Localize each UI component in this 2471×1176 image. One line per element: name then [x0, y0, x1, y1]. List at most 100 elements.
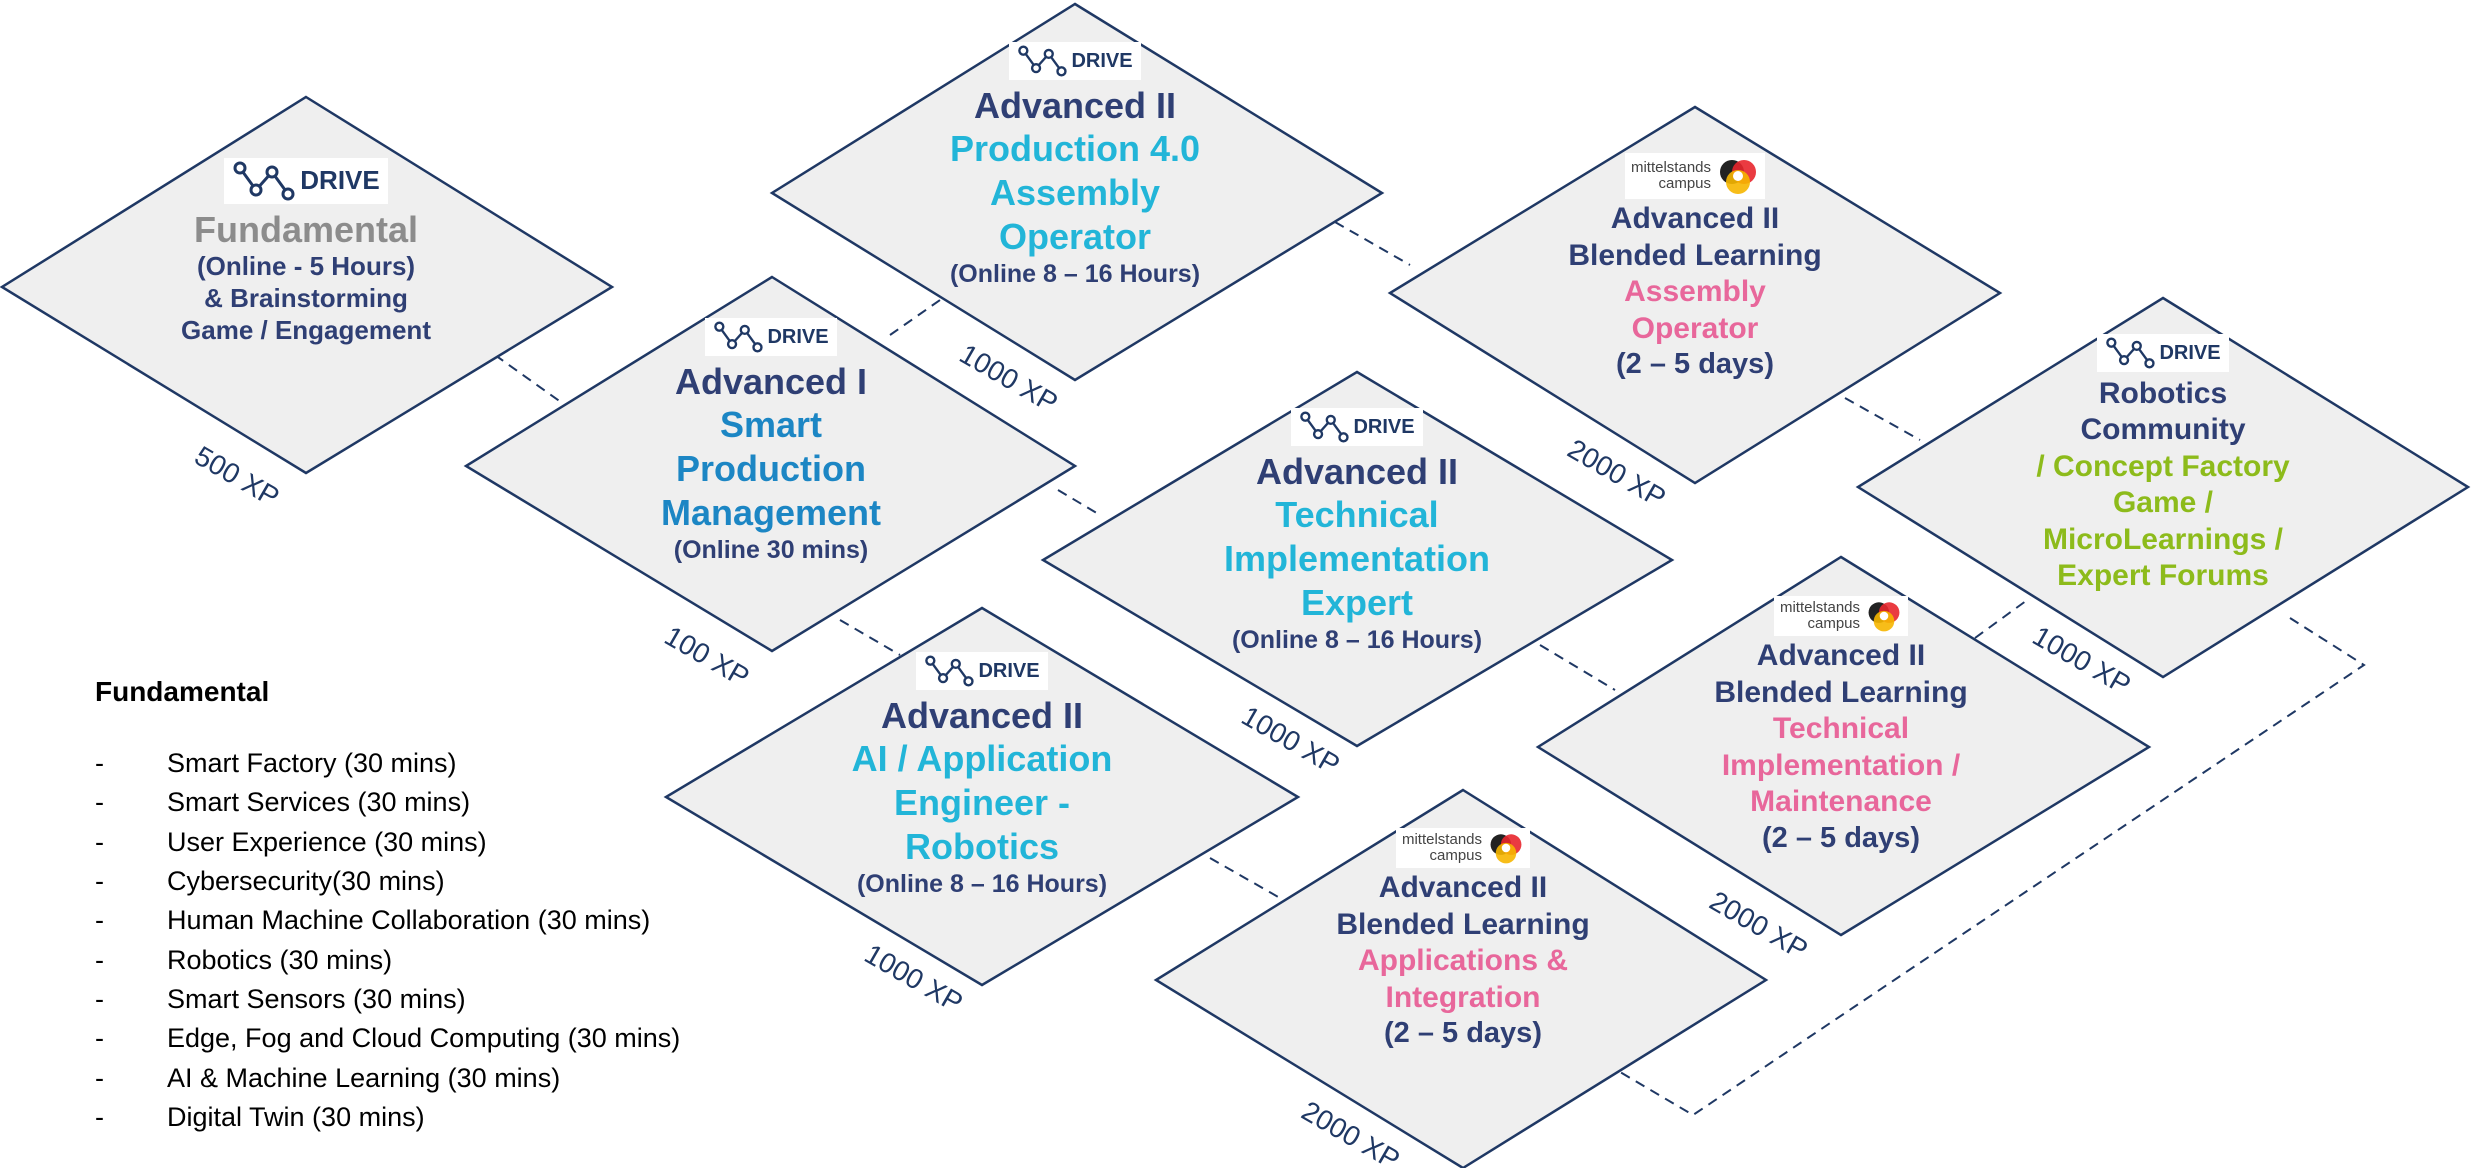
connector-technical-blended-technical: [1539, 644, 1616, 691]
connector-fundamental-advanced-i: [494, 354, 566, 406]
drive-logo: DRIVE: [2097, 334, 2229, 372]
module-name: Robotics (30 mins): [167, 944, 393, 975]
node-extra-line-1: & Brainstorming: [204, 283, 408, 314]
list-bullet: -: [95, 983, 104, 1014]
node-topic-line-2: Assembly: [989, 172, 1161, 214]
diamond-ai-engineer: [663, 606, 1301, 987]
node-format: (Online - 5 Hours): [196, 251, 416, 282]
connector-blended-technical-robotics: [1974, 597, 2031, 639]
node-level: Advanced II: [1610, 202, 1780, 235]
fundamental-module-list: Fundamental -Smart Factory (30 mins) -Sm…: [95, 676, 680, 1137]
list-bullet: -: [95, 748, 104, 779]
list-bullet: -: [95, 1101, 104, 1132]
drive-logo: DRIVE: [916, 652, 1048, 690]
logo-text-line-1: mittelstands: [1779, 599, 1861, 617]
diamond-blended-assembly: [1387, 105, 2003, 485]
campus-emblem-icon: [1720, 160, 1757, 194]
node-format: (Online 8 – 16 Hours): [1231, 626, 1483, 655]
node-topic-line-1: Technical: [1772, 712, 1910, 746]
connector-production-blended-assembly: [1334, 221, 1411, 266]
node-production-4-0: DRIVE Advanced II Production 4.0 Assembl…: [900, 42, 1250, 290]
node-format: (Online 30 mins): [673, 536, 869, 565]
node-ai-engineer: DRIVE Advanced II AI / Application Engin…: [807, 652, 1157, 900]
connector-robotics-blended-applications: [1619, 617, 2366, 1117]
diamond-blended-applications: [1153, 788, 1769, 1168]
campus-emblem-icon: [1490, 834, 1522, 864]
drive-logo-text: DRIVE: [767, 325, 829, 348]
node-topic-line-2: Implementation /: [1721, 748, 1961, 782]
node-level: Advanced II: [1255, 450, 1459, 492]
module-name: Human Machine Collaboration (30 mins): [167, 905, 651, 936]
node-level-line-2: Community: [2080, 413, 2246, 447]
mittelstands-campus-logo: mittelstands campus: [1773, 596, 1909, 636]
module-name: Edge, Fog and Cloud Computing (30 mins): [167, 1023, 681, 1054]
module-list-item: -AI & Machine Learning (30 mins): [95, 1058, 680, 1097]
node-format: (2 – 5 days): [1616, 348, 1774, 381]
node-blended-applications: mittelstands campus Advanced II Blended …: [1303, 828, 1623, 1052]
node-technical-expert: DRIVE Advanced II Technical Implementati…: [1182, 408, 1532, 656]
list-bullet: -: [95, 1023, 104, 1054]
node-level: Advanced I: [674, 360, 868, 402]
logo-text-line-1: mittelstands: [1630, 159, 1712, 177]
node-topic-line-3: Management: [660, 492, 882, 534]
node-level: Advanced II: [880, 694, 1084, 736]
drive-logo-text: DRIVE: [2159, 341, 2221, 364]
module-name: Digital Twin (30 mins): [167, 1101, 425, 1132]
node-topic-line-3: Expert: [1300, 582, 1414, 624]
node-topic-line-1: Technical: [1275, 494, 1439, 536]
module-list-item: - Smart Services (30 mins): [95, 783, 680, 822]
node-robotics-community: DRIVE Robotics Community / Concept Facto…: [2013, 334, 2313, 595]
module-list-item: - Smart Sensors (30 mins): [95, 980, 680, 1019]
node-blended-assembly: mittelstands campus Advanced II Blended …: [1545, 153, 1845, 383]
node-topic-line-1: AI / Application: [851, 738, 1113, 780]
module-list-item: - User Experience (30 mins): [95, 823, 680, 862]
module-name: AI & Machine Learning (30 mins): [167, 1062, 561, 1093]
node-topic-line-3: MicroLearnings /: [2042, 522, 2284, 556]
mittelstands-campus-logo-text: mittelstands campus: [1631, 160, 1711, 192]
module-name: Smart Services (30 mins): [167, 787, 471, 818]
node-topic-line-2: Operator: [1631, 311, 1759, 345]
list-bullet: -: [95, 787, 104, 818]
node-level-line-1: Robotics: [2098, 376, 2228, 410]
drive-network-icon: [925, 655, 975, 687]
node-topic-line-1: Smart: [719, 404, 823, 446]
drive-network-icon: [233, 161, 295, 201]
module-name: Smart Sensors (30 mins): [167, 983, 466, 1014]
list-bullet: -: [95, 905, 104, 936]
node-topic-line-2: Game /: [2112, 486, 2214, 520]
node-level: Advanced II: [1378, 871, 1548, 904]
node-level: Advanced II: [973, 84, 1177, 126]
node-topic-line-2: Implementation: [1223, 538, 1491, 580]
diamond-blended-technical: [1535, 555, 2152, 937]
list-bullet: -: [95, 826, 104, 857]
node-format: (2 – 5 days): [1384, 1017, 1542, 1050]
node-level: Advanced II: [1756, 639, 1926, 672]
drive-logo: DRIVE: [705, 318, 837, 356]
campus-emblem-icon: [1868, 602, 1900, 632]
node-topic-line-2: Integration: [1385, 980, 1541, 1014]
node-topic-line-3: Maintenance: [1750, 785, 1932, 819]
node-blended-technical: mittelstands campus Advanced II Blended …: [1681, 596, 2001, 856]
module-name: Cybersecurity(30 mins): [167, 866, 445, 897]
list-bullet: -: [95, 866, 104, 897]
connector-advanced-i-ai: [839, 619, 901, 656]
connector-blended-assembly-robotics: [1844, 397, 1921, 441]
connector-ai-blended-applications: [1209, 857, 1281, 899]
drive-network-icon: [2106, 337, 2156, 369]
node-topic-line-2: Production: [676, 448, 866, 490]
diamond-production-4-0: [769, 2, 1385, 382]
module-list-item: -Smart Factory (30 mins): [95, 744, 680, 783]
mittelstands-campus-logo: mittelstands campus: [1624, 153, 1766, 199]
logo-text-line-2: campus: [1658, 175, 1712, 192]
drive-network-icon: [714, 321, 764, 353]
diamond-fundamental: [0, 95, 615, 475]
node-topic-line-1: / Concept Factory: [2036, 449, 2290, 483]
logo-text-line-1: mittelstands: [1401, 831, 1483, 849]
node-subtitle: Blended Learning: [1714, 675, 1968, 709]
module-name: User Experience (30 mins): [167, 826, 487, 857]
node-format: (2 – 5 days): [1762, 821, 1920, 854]
node-fundamental: DRIVE Fundamental (Online - 5 Hours) & B…: [156, 158, 456, 347]
drive-logo: DRIVE: [1009, 42, 1141, 80]
